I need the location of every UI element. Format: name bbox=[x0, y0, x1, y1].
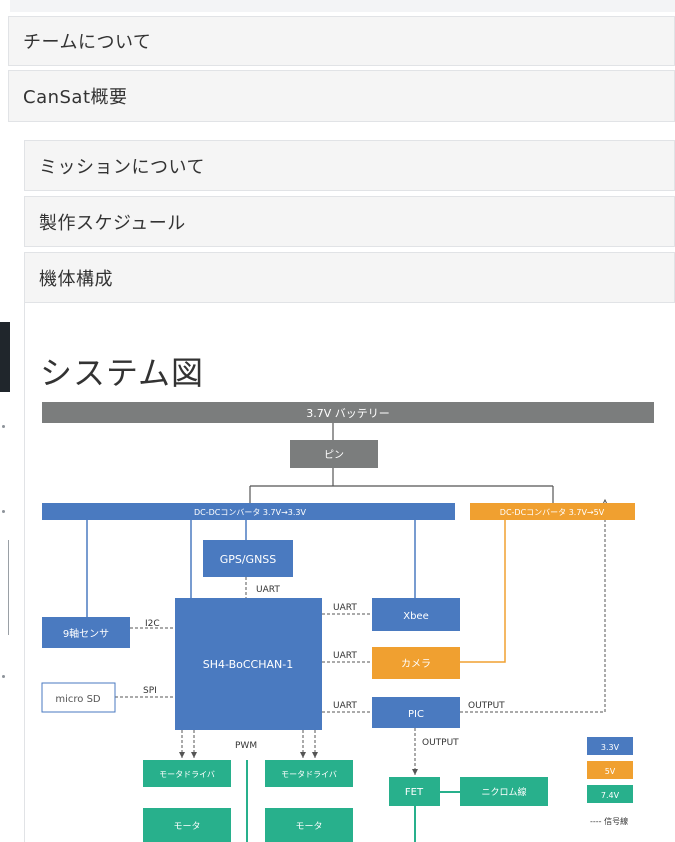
accordion-label: ミッションについて bbox=[39, 156, 205, 178]
left-edge-strip bbox=[0, 0, 12, 842]
power-wires bbox=[249, 423, 554, 503]
left-edge-dot bbox=[2, 510, 5, 513]
legend-signal-label: ---- 信号線 bbox=[590, 816, 628, 826]
xbee-box bbox=[372, 598, 460, 631]
motor-driver-2-label: モータドライバ bbox=[281, 770, 337, 779]
pin-box bbox=[290, 440, 378, 468]
uart-gps-label: UART bbox=[256, 585, 280, 595]
blue-wires bbox=[86, 520, 416, 617]
motor-1-box bbox=[143, 808, 231, 842]
nine-axis-box bbox=[42, 617, 130, 648]
nine-axis-label: 9軸センサ bbox=[63, 627, 109, 640]
teal-wires bbox=[246, 760, 460, 842]
signal-lines bbox=[115, 502, 606, 775]
uart-pic-label: UART bbox=[333, 701, 357, 711]
nichrome-box bbox=[460, 777, 548, 806]
signal-labels: UART I2C SPI UART UART UART OUTPUT OUTPU… bbox=[143, 585, 505, 751]
micro-sd-box bbox=[41, 682, 116, 713]
airframe-panel bbox=[24, 303, 675, 842]
uart-camera-label: UART bbox=[333, 651, 357, 661]
nichrome-label: ニクロム線 bbox=[481, 786, 526, 798]
page-title: システム図 bbox=[40, 354, 205, 392]
gps-box bbox=[203, 540, 293, 577]
xbee-label: Xbee bbox=[403, 611, 429, 622]
motor-2-label: モータ bbox=[295, 821, 322, 832]
battery-label: 3.7V バッテリー bbox=[306, 407, 390, 420]
left-edge-thumbnail bbox=[0, 322, 10, 392]
main-board-box bbox=[175, 598, 322, 730]
left-edge-dot bbox=[2, 675, 5, 678]
accordion-label: 製作スケジュール bbox=[39, 212, 186, 234]
orange-wire bbox=[460, 520, 506, 663]
left-edge-line bbox=[0, 540, 9, 635]
legend-74-label: 7.4V bbox=[601, 791, 620, 800]
gps-label: GPS/GNSS bbox=[220, 553, 277, 566]
accordion-mission[interactable]: ミッションについて bbox=[24, 140, 675, 191]
uart-xbee-label: UART bbox=[333, 603, 357, 613]
fet-box bbox=[389, 777, 440, 806]
i2c-label: I2C bbox=[145, 619, 160, 629]
legend-5-label: 5V bbox=[605, 767, 616, 776]
camera-box bbox=[372, 647, 460, 679]
legend-33-swatch bbox=[587, 737, 633, 755]
main-board-label: SH4-BoCCHAN-1 bbox=[203, 658, 293, 671]
accordion-label: チームについて bbox=[23, 32, 152, 53]
dcdc-5-label: DC-DCコンバータ 3.7V→5V bbox=[500, 508, 605, 517]
top-strip bbox=[10, 0, 675, 12]
pic-box bbox=[372, 697, 460, 728]
output-pic-label: OUTPUT bbox=[468, 701, 505, 711]
pic-label: PIC bbox=[408, 709, 424, 720]
legend-33-label: 3.3V bbox=[601, 743, 620, 752]
accordion-label: 機体構成 bbox=[39, 268, 113, 290]
accordion-team[interactable]: チームについて bbox=[8, 16, 675, 66]
motor-2-box bbox=[265, 808, 353, 842]
arrow-down-icons bbox=[179, 752, 418, 775]
output-fet-label: OUTPUT bbox=[422, 738, 459, 748]
accordion-label: CanSat概要 bbox=[23, 87, 128, 108]
fet-label: FET bbox=[405, 787, 424, 798]
spi-label: SPI bbox=[143, 686, 157, 696]
motor-1-label: モータ bbox=[173, 821, 200, 832]
dcdc-5-bar bbox=[470, 503, 635, 520]
motor-driver-1-box bbox=[143, 760, 231, 787]
accordion-airframe[interactable]: 機体構成 bbox=[24, 252, 675, 303]
pwm-label: PWM bbox=[235, 741, 257, 751]
battery-bar bbox=[42, 402, 654, 423]
legend-5-swatch bbox=[587, 761, 633, 779]
accordion-cansat-overview[interactable]: CanSat概要 bbox=[8, 70, 675, 122]
micro-sd-label: micro SD bbox=[55, 694, 101, 705]
camera-label: カメラ bbox=[401, 658, 431, 670]
legend-74-swatch bbox=[587, 785, 633, 803]
accordion-schedule[interactable]: 製作スケジュール bbox=[24, 196, 675, 247]
pin-label: ピン bbox=[324, 449, 344, 461]
left-edge-dot bbox=[2, 425, 5, 428]
motor-driver-2-box bbox=[265, 760, 353, 787]
dcdc-33-bar bbox=[42, 503, 455, 520]
motor-driver-1-label: モータドライバ bbox=[159, 770, 215, 779]
legend: 3.3V 5V 7.4V ---- 信号線 bbox=[587, 737, 633, 826]
dcdc-33-label: DC-DCコンバータ 3.7V→3.3V bbox=[194, 508, 307, 517]
